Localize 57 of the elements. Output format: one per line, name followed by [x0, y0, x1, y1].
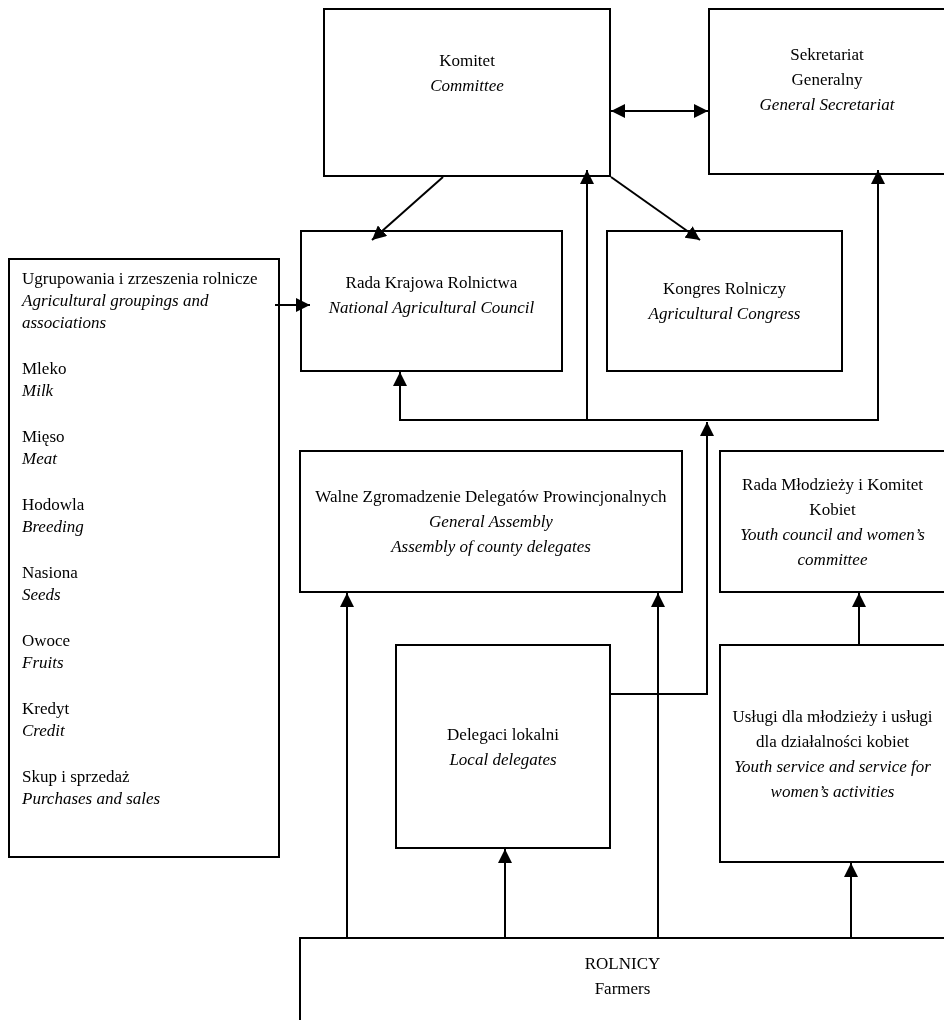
- org-box: [395, 644, 611, 849]
- english-label: National Agricultural Council: [328, 297, 535, 319]
- english-label: Committee: [430, 74, 504, 97]
- polish-label: Kredyt: [22, 698, 71, 720]
- polish-label: Ugrupowania i zrzeszenia rolnicze: [22, 268, 259, 290]
- arrow: [852, 592, 866, 645]
- english-label: Agricultural groupings and associations: [22, 290, 210, 334]
- org-box: [708, 8, 944, 175]
- english-label: Milk: [22, 380, 55, 402]
- polish-label: Kongres Rolniczy: [662, 278, 787, 300]
- org-box: [719, 644, 944, 863]
- english-label: Purchases and sales: [22, 788, 162, 810]
- org-box: [719, 450, 944, 593]
- polish-label: Owoce: [22, 630, 72, 652]
- polish-label: Nasiona: [22, 562, 79, 584]
- org-box: [323, 8, 611, 177]
- arrow: [274, 298, 311, 312]
- english-label: General Secretariat: [759, 94, 895, 116]
- polish-label: Hodowla: [22, 494, 86, 516]
- arrow: [610, 421, 714, 695]
- polish-label: Rada Krajowa Rolnictwa: [345, 272, 518, 294]
- arrow: [706, 169, 885, 421]
- arrow: [340, 592, 354, 938]
- english-label: Credit: [22, 720, 66, 742]
- english-label: Agricultural Congress: [648, 303, 801, 325]
- polish-label: Mięso: [22, 426, 66, 448]
- english-label: Local delegates: [449, 748, 557, 771]
- org-box: [300, 230, 563, 372]
- polish-label: Komitet: [439, 49, 495, 72]
- polish-label: Sekretariat Generalny: [789, 44, 865, 91]
- org-box: [299, 450, 683, 593]
- arrow: [651, 592, 665, 938]
- org-box: [606, 230, 843, 372]
- arrow: [580, 169, 708, 421]
- english-label: Breeding: [22, 516, 85, 538]
- arrow: [844, 862, 858, 938]
- arrow: [371, 176, 444, 241]
- polish-label: Usługi dla młodzieży i usługi dla działalności kobiet: [731, 705, 934, 753]
- groupings-list-box: [8, 258, 280, 858]
- english-label: Fruits: [22, 652, 65, 674]
- polish-label: Walne Zgromadzenie Delegatów Prowincjonalnych: [315, 486, 667, 508]
- english-label: Meat: [22, 448, 59, 470]
- english-label: General Assembly: [429, 511, 553, 533]
- farmers-box: [299, 937, 944, 1020]
- polish-label: Mleko: [22, 358, 68, 380]
- arrow: [610, 176, 701, 241]
- polish-label: Farmers: [594, 978, 651, 1000]
- english-label: Youth council and women’s committee: [739, 523, 926, 571]
- english-label: Youth service and service for women’s activities: [733, 755, 932, 803]
- arrow: [498, 848, 512, 938]
- english-label: Seeds: [22, 584, 62, 606]
- polish-label: Rada Młodzieży i Komitet Kobiet: [741, 473, 924, 521]
- polish-label: ROLNICY: [584, 953, 661, 975]
- arrow: [610, 104, 709, 118]
- polish-label: Delegaci lokalni: [447, 723, 559, 746]
- polish-label: Skup i sprzedaż: [22, 766, 131, 788]
- english-label: Assembly of county delegates: [391, 536, 591, 558]
